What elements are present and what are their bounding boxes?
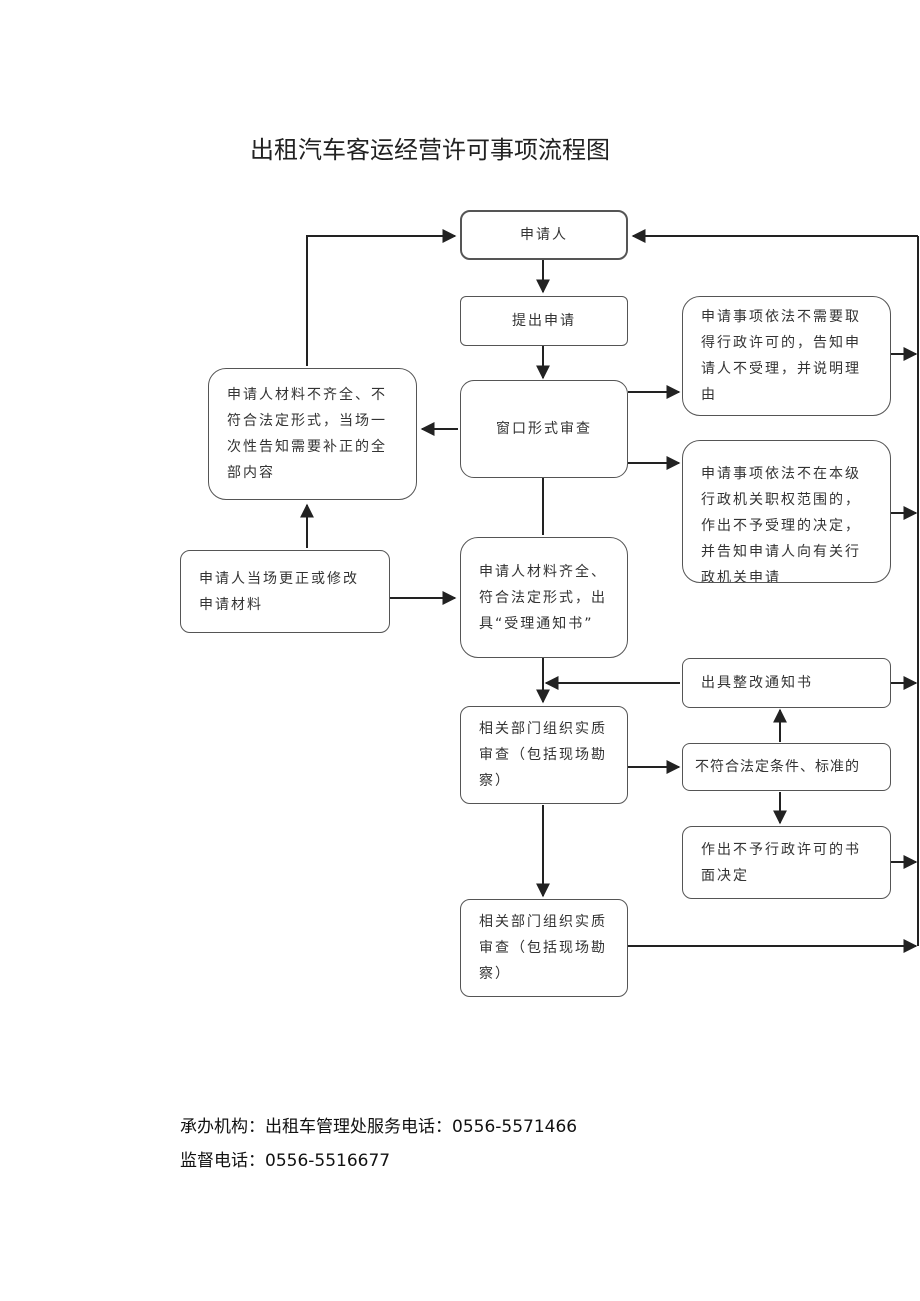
node-written-refusal: 作出不予行政许可的书面决定 bbox=[682, 826, 891, 899]
arrow-incomplete-applicant bbox=[306, 229, 457, 366]
node-not-in-scope-label: 申请事项依法不在本级行政机关职权范围的，作出不予受理的决定，并告知申请人向有关行… bbox=[701, 466, 861, 583]
node-accepted: 申请人材料齐全、符合法定形式，出具“受理通知书” bbox=[460, 537, 628, 658]
node-applicant-label: 申请人 bbox=[520, 227, 568, 243]
node-no-permit-needed: 申请事项依法不需要取得行政许可的，告知申请人不受理，并说明理由 bbox=[682, 296, 891, 416]
node-written-refusal-label: 作出不予行政许可的书面决定 bbox=[701, 841, 861, 884]
page-title: 出租汽车客运经营许可事项流程图 bbox=[250, 136, 610, 164]
node-rectify-notice: 出具整改通知书 bbox=[682, 658, 891, 708]
node-not-compliant-label: 不符合法定条件、标准的 bbox=[695, 759, 860, 775]
node-substantive-review-label: 相关部门组织实质审查（包括现场勘察） bbox=[479, 721, 607, 789]
node-not-in-scope: 申请事项依法不在本级行政机关职权范围的，作出不予受理的决定，并告知申请人向有关行… bbox=[682, 440, 891, 583]
node-window-review-label: 窗口形式审查 bbox=[496, 421, 592, 437]
node-substantive-review-2: 相关部门组织实质审查（包括现场勘察） bbox=[460, 899, 628, 997]
node-rectify-notice-label: 出具整改通知书 bbox=[701, 675, 813, 691]
node-correct-materials: 申请人当场更正或修改申请材料 bbox=[180, 550, 390, 633]
node-window-review: 窗口形式审查 bbox=[460, 380, 628, 478]
node-substantive-review-2-label: 相关部门组织实质审查（包括现场勘察） bbox=[479, 914, 607, 982]
node-applicant: 申请人 bbox=[460, 210, 628, 260]
node-incomplete: 申请人材料不齐全、不符合法定形式，当场一次性告知需要补正的全部内容 bbox=[208, 368, 417, 500]
footer-organizer: 承办机构：出租车管理处服务电话：0556-5571466 bbox=[180, 1117, 578, 1137]
node-incomplete-label: 申请人材料不齐全、不符合法定形式，当场一次性告知需要补正的全部内容 bbox=[227, 387, 387, 481]
node-no-permit-needed-label: 申请事项依法不需要取得行政许可的，告知申请人不受理，并说明理由 bbox=[701, 309, 861, 403]
footer-supervision: 监督电话：0556-5516677 bbox=[180, 1151, 391, 1171]
node-substantive-review: 相关部门组织实质审查（包括现场勘察） bbox=[460, 706, 628, 804]
node-correct-materials-label: 申请人当场更正或修改申请材料 bbox=[199, 570, 359, 613]
node-not-compliant: 不符合法定条件、标准的 bbox=[682, 743, 891, 791]
node-submit: 提出申请 bbox=[460, 296, 628, 346]
node-submit-label: 提出申请 bbox=[512, 313, 576, 329]
node-accepted-label: 申请人材料齐全、符合法定形式，出具“受理通知书” bbox=[479, 563, 607, 632]
